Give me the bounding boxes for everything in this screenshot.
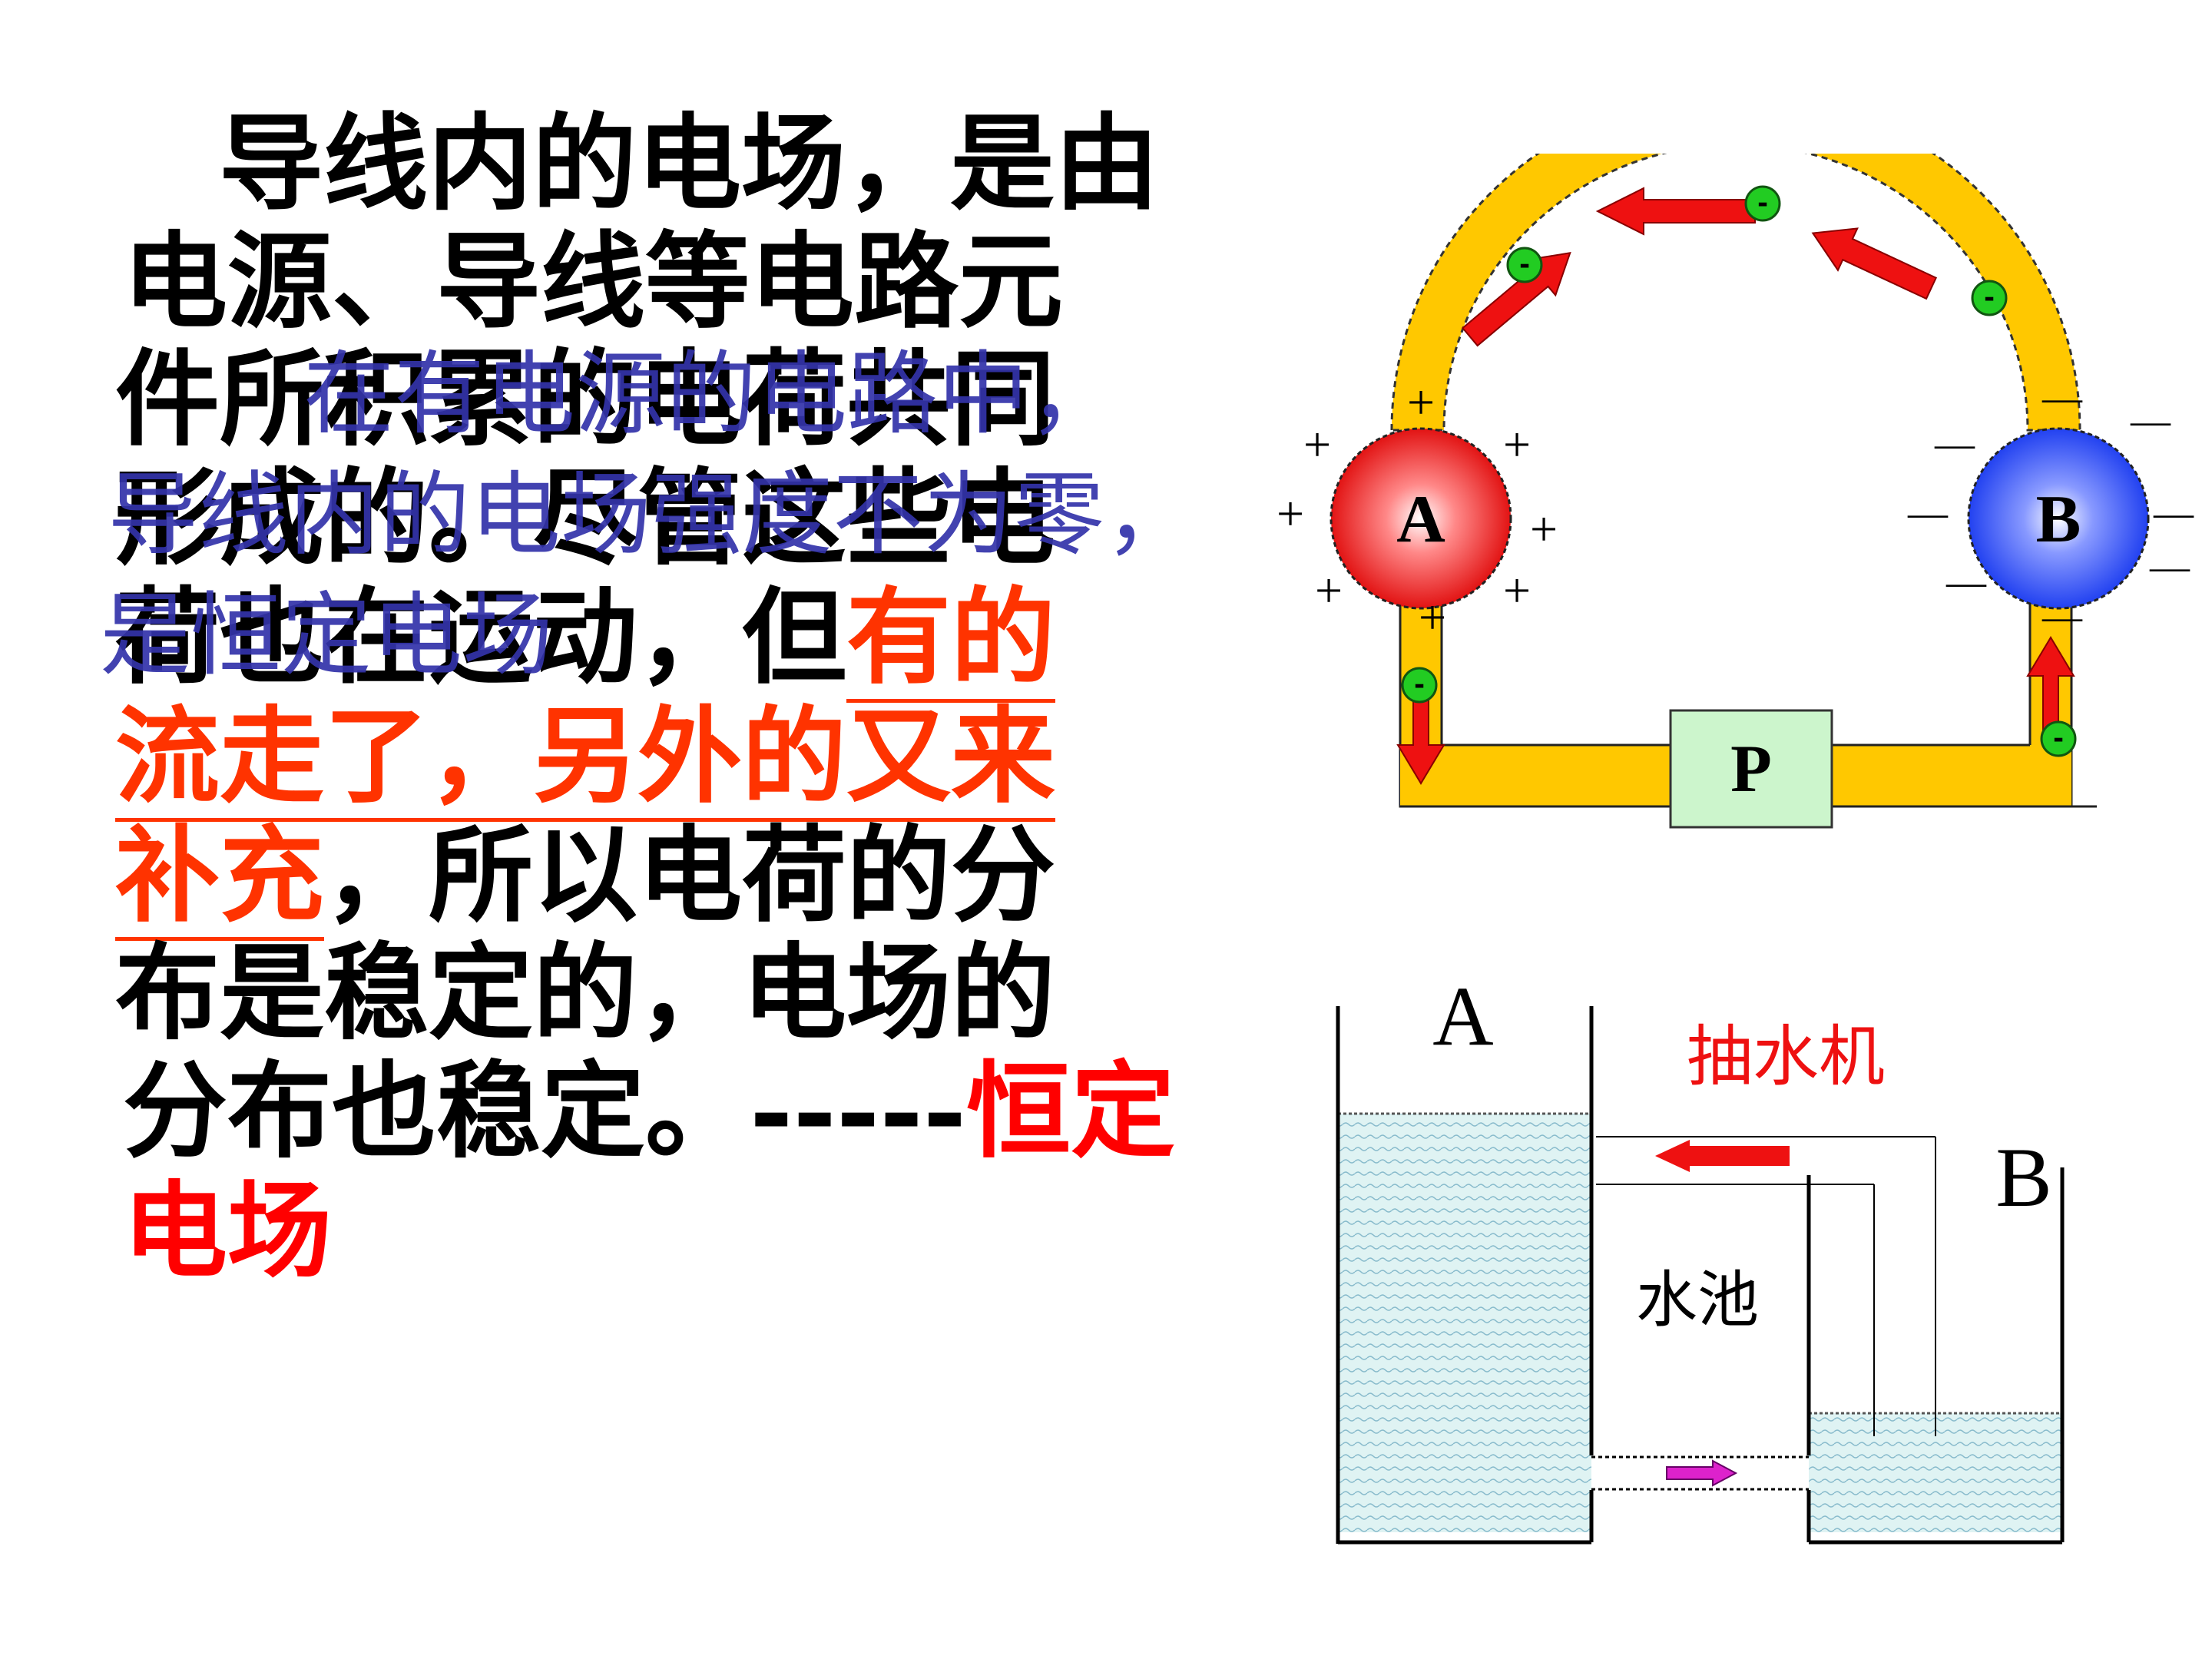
text-highlight-buchong: 补充 (115, 814, 324, 941)
pool-label: 水池 (1636, 1264, 1759, 1336)
sphere-b: B (1967, 427, 2150, 610)
text-line-7-end: ，所以电荷的分 (324, 814, 1055, 937)
arrow-upper-right (1811, 227, 1938, 300)
svg-text:-: - (1519, 250, 1530, 280)
bottom-pipe (1591, 1455, 1809, 1491)
svg-text:+: + (1277, 486, 1304, 541)
circuit-diagram: - - - - - A B + + + + + + + + — (1277, 154, 2194, 829)
text-highlight-flow: 流走了，另外的又来 (115, 695, 1055, 822)
text-line-7: 补充，所以电荷的分 (115, 814, 1055, 941)
flow-arrow (1666, 1459, 1738, 1487)
pump-label: 抽水机 (1687, 1018, 1885, 1095)
text-line-4: 形成的。尽管这些电 (115, 457, 1055, 580)
electrons: - - - - - (1401, 185, 2077, 757)
water-analogy-diagram: A B 抽水机 水池 (1336, 983, 2065, 1545)
svg-text:-: - (2053, 724, 2064, 754)
water-label-b: B (1995, 1131, 2051, 1224)
text-line-9: 分布也稳定。-----恒定 (123, 1054, 1175, 1169)
electron-2: - (1506, 247, 1543, 283)
svg-text:—: — (2041, 376, 2083, 420)
svg-text:A: A (1396, 482, 1445, 557)
negative-charges: — — — — — — — — (1907, 376, 2194, 639)
water-label-a: A (1432, 983, 1493, 1063)
svg-text:+: + (1419, 590, 1446, 644)
text-line-3: 件所积累的电荷共同 (115, 338, 1055, 461)
svg-text:—: — (2130, 399, 2171, 443)
svg-text:—: — (1945, 561, 1987, 604)
electron-5: - (2040, 720, 2077, 757)
water-a (1338, 1114, 1591, 1532)
svg-text:+: + (1530, 502, 1558, 556)
svg-text:-: - (1414, 670, 1425, 700)
text-line-1: 导线内的电场，是由 (219, 102, 1159, 225)
svg-text:-: - (1984, 283, 1995, 313)
svg-text:—: — (1934, 422, 1975, 466)
pump-pipe (1596, 1136, 1936, 1436)
box-p: P (1669, 709, 1833, 829)
text-highlight-hengding: 恒定 (966, 1050, 1176, 1173)
text-line-9-start: 分布也稳定。----- (123, 1050, 967, 1173)
container-a (1336, 1006, 1594, 1545)
current-arrows (1396, 187, 2075, 785)
svg-text:B: B (2036, 482, 2081, 557)
svg-text:—: — (1907, 492, 1949, 535)
svg-text:-: - (1757, 188, 1768, 219)
svg-text:—: — (2149, 545, 2190, 589)
electron-3: - (1971, 280, 2008, 316)
text-line-6: 流走了，另外的又来 (115, 695, 1055, 822)
sphere-a: A (1330, 427, 1512, 610)
positive-charges: + + + + + + + + (1277, 375, 1558, 644)
svg-text:+: + (1503, 417, 1531, 472)
text-line-5: 荷也在运动，但有的 (115, 576, 1055, 703)
arrow-top (1595, 187, 1756, 236)
text-highlight-youde: 有的 (846, 576, 1055, 703)
text-line-2: 电源、导线等电路元 (123, 220, 1063, 343)
svg-text:+: + (1315, 563, 1343, 618)
overlay-line-1: 在有电源的电路中， (303, 341, 1120, 447)
text-line-10: 电场 (123, 1170, 332, 1293)
overlay-line-3: 是恒定电场 (100, 582, 554, 688)
arrow-upper-left (1461, 252, 1571, 347)
svg-text:+: + (1407, 375, 1435, 429)
text-line-5-start: 荷也在运动，但 (115, 576, 846, 699)
text-line-8: 布是稳定的，电场的 (115, 932, 1055, 1055)
svg-text:P: P (1730, 732, 1772, 806)
electron-4: - (1401, 667, 1438, 704)
electron-1: - (1744, 185, 1781, 222)
svg-text:+: + (1303, 417, 1331, 472)
svg-text:—: — (2041, 595, 2083, 639)
container-b (1806, 1167, 2065, 1545)
svg-text:+: + (1503, 563, 1531, 618)
overlay-line-2: 导线内的电场强度不为零， (108, 462, 1196, 568)
svg-text:—: — (2153, 492, 2194, 535)
pump-arrow (1655, 1140, 1790, 1172)
